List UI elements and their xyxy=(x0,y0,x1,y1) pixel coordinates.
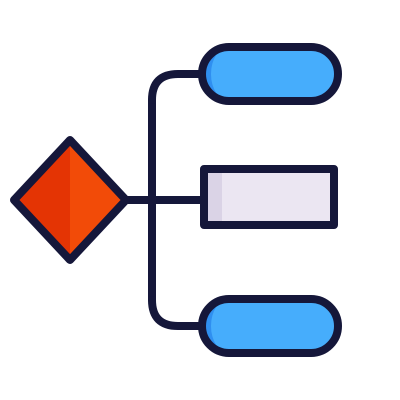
middle-rect-outline xyxy=(200,165,338,229)
decision-diamond xyxy=(10,136,130,264)
middle-branch-rectangle xyxy=(200,165,338,229)
bottom-branch-pill xyxy=(198,295,342,357)
bottom-branch-connector xyxy=(148,296,206,330)
middle-rect-fill xyxy=(204,169,334,225)
top-pill-fill xyxy=(202,47,338,101)
diamond-outline xyxy=(10,136,130,264)
bottom-pill-outline xyxy=(198,295,342,357)
bottom-pill-fill xyxy=(202,299,338,353)
top-pill-outline xyxy=(198,43,342,105)
connector-lines xyxy=(120,70,208,330)
diamond-right-half xyxy=(70,140,126,260)
middle-rect-shade xyxy=(204,169,222,225)
top-branch-connector xyxy=(148,70,206,104)
diamond-left-half xyxy=(14,140,70,260)
top-branch-pill xyxy=(198,43,342,105)
